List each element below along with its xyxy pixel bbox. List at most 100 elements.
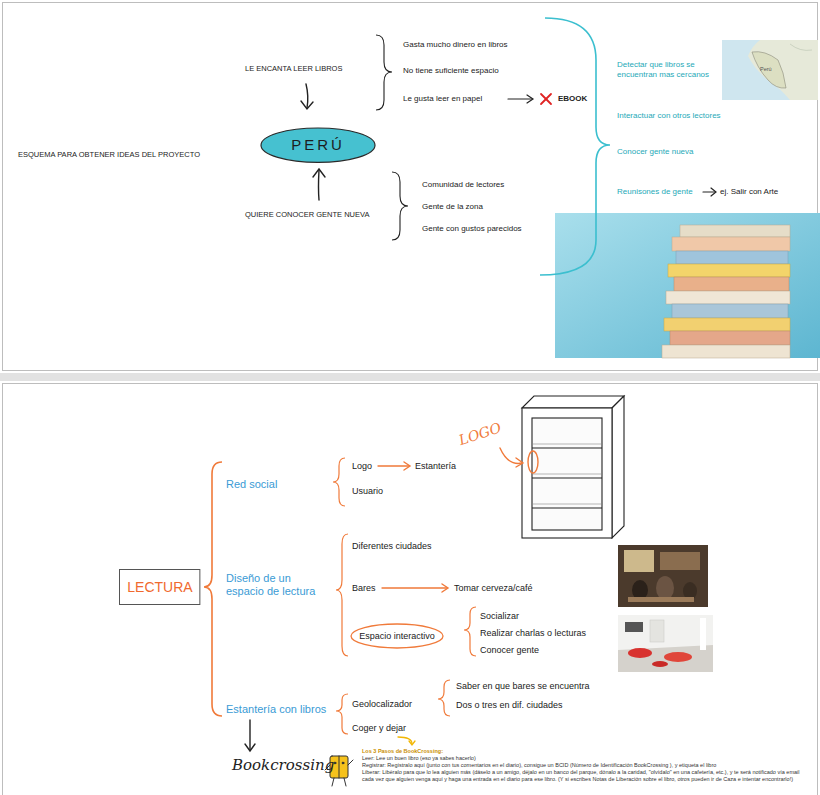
idea-text: Conocer gente nueva — [617, 147, 694, 157]
curly-brace — [438, 680, 450, 716]
curly-brace — [392, 172, 408, 240]
cross-mark — [541, 94, 551, 104]
curly-brace — [336, 534, 348, 656]
bar-photo — [618, 545, 708, 607]
curly-brace — [464, 607, 476, 656]
arrow — [703, 191, 715, 192]
arrow — [442, 584, 448, 592]
bookcase-drawing — [532, 447, 602, 448]
item-text: Usuario — [352, 486, 383, 497]
cause-text: LE ENCANTA LEER LIBROS — [245, 64, 342, 73]
highlight-ellipse: Espacio interactivo — [350, 623, 444, 649]
books-photo — [672, 237, 790, 251]
map-image — [752, 52, 786, 88]
bookcase-drawing — [612, 396, 624, 538]
bookcrossing-icon — [339, 756, 340, 778]
bookcase-drawing — [532, 504, 602, 505]
bookcase-drawing — [532, 477, 602, 478]
arrow — [382, 587, 447, 588]
cross-mark — [541, 94, 551, 104]
arrow — [378, 462, 410, 470]
down-arrow — [306, 84, 308, 108]
item-text: Socializar — [480, 611, 519, 622]
bookcase-drawing — [522, 396, 624, 538]
interior-photo — [628, 648, 652, 658]
node-text: LECTURA — [127, 579, 192, 596]
cross-mark — [541, 94, 551, 104]
books-photo — [666, 291, 790, 304]
item-text: Bares — [352, 583, 376, 594]
map-image — [722, 40, 818, 100]
note-text: Leer: Lee un buen libro (eso ya sabes ha… — [362, 755, 802, 762]
arrow — [249, 720, 250, 750]
up-arrow — [313, 169, 325, 177]
node-shape — [120, 570, 200, 605]
arrow — [508, 98, 532, 99]
bookcrossing-icon — [344, 778, 346, 786]
arrow — [711, 188, 716, 196]
idea-text: Reunisones de gente — [617, 187, 693, 197]
bookcase-drawing — [532, 474, 602, 475]
arrow — [398, 737, 415, 745]
idea-text: Interactuar con otros lectores — [617, 111, 721, 121]
item-text: Gasta mucho dinero en libros — [403, 40, 508, 50]
arrow — [382, 584, 448, 592]
books-photo — [664, 318, 790, 331]
bookcase-drawing — [532, 444, 602, 445]
item-text: Gente con gustos parecidos — [422, 224, 522, 234]
item-text: Tomar cerveza/café — [454, 583, 533, 594]
curly-brace — [336, 694, 348, 734]
books-photo — [674, 277, 789, 291]
panel-frame — [3, 3, 818, 371]
arrow — [245, 720, 255, 751]
branch-title: Estantería con libros — [226, 703, 326, 716]
item-text: Estantería — [415, 461, 456, 472]
arrow — [409, 741, 415, 745]
bookcrossing-icon — [332, 778, 334, 786]
bar-photo — [660, 552, 700, 570]
bookcase-drawing — [532, 418, 602, 530]
idea-text: Detectar que libros se encuentran mas ce… — [617, 60, 719, 79]
books-photo — [668, 264, 790, 277]
node-text: PERÚ — [291, 136, 345, 154]
interior-photo — [650, 620, 664, 642]
interior-photo — [664, 652, 692, 662]
books-photo — [680, 225, 790, 237]
arrow — [508, 95, 533, 103]
logo-pointer — [500, 448, 522, 463]
arrow — [527, 95, 533, 103]
logo-pointer — [500, 448, 538, 473]
up-arrow — [313, 169, 325, 200]
panel-frame — [3, 384, 818, 795]
bar-photo — [628, 597, 694, 602]
books-photo — [662, 345, 790, 358]
bar-photo — [618, 545, 708, 607]
curly-brace — [376, 35, 392, 110]
bookcrossing-icon — [334, 762, 336, 764]
books-photo — [676, 251, 788, 264]
item-text: Dos o tres en dif. ciudades — [456, 700, 563, 711]
interior-photo — [625, 622, 643, 632]
arrow — [378, 465, 409, 466]
up-arrow — [318, 170, 320, 200]
note-text: Liberar: Libéralo para que lo lea alguie… — [362, 769, 802, 783]
curly-brace — [333, 458, 345, 506]
books-photo — [555, 213, 820, 358]
panel-separator — [0, 373, 820, 381]
map-image — [722, 40, 818, 100]
note-heading: Los 3 Pasos de BookCrossing: — [362, 748, 802, 755]
bookcase-drawing — [522, 408, 612, 538]
interior-photo — [618, 615, 713, 672]
interior-photo — [652, 661, 668, 667]
logo-pointer — [528, 451, 538, 473]
node-shape — [261, 128, 375, 162]
map-image — [790, 44, 812, 50]
arrow — [404, 462, 410, 470]
item-text: Geolocalizador — [352, 699, 412, 710]
books-photo — [555, 213, 820, 358]
bookcase-drawing — [522, 396, 624, 408]
bookcase-drawing — [532, 507, 602, 508]
excluded-option: EBOOK — [558, 94, 587, 104]
item-text: Diferentes ciudades — [352, 541, 432, 552]
